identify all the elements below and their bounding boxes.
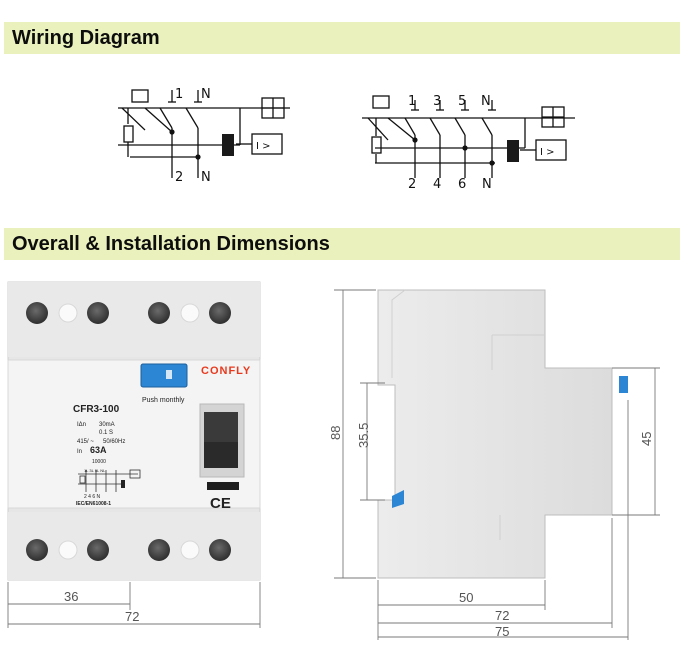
test-button[interactable]	[140, 363, 188, 388]
spec-inc: 10000	[92, 459, 106, 465]
spec-idn-value: 30mA	[99, 422, 115, 428]
ce-mark: CE	[210, 495, 231, 512]
front-dim-72: 72	[125, 609, 139, 624]
brand-logo: CONFLY	[201, 365, 251, 377]
bottom-screws	[26, 539, 231, 561]
spec-idn: IΔn	[77, 422, 86, 428]
standard-label: IEC/EN61008-1	[76, 501, 111, 507]
side-dim-72: 72	[495, 608, 509, 623]
mini-bottom-labels: 2 4 6 N	[84, 494, 101, 500]
spec-voltage: 415/ ~	[77, 439, 94, 445]
top-screws	[26, 302, 231, 324]
side-test-button	[619, 376, 628, 393]
section-title-dimensions: Overall & Installation Dimensions	[12, 233, 330, 255]
spec-current: 63A	[90, 445, 107, 455]
side-dim-88: 88	[328, 426, 343, 440]
section-header-dimensions: Overall & Installation Dimensions	[4, 228, 680, 260]
push-monthly-label: Push monthly	[142, 397, 185, 404]
spec-in-label: In	[77, 449, 82, 455]
front-dim-36: 36	[64, 589, 78, 604]
front-dimension-lines	[7, 582, 261, 628]
side-dim-35-5: 35.5	[356, 423, 371, 448]
mini-top-labels: 1L 3L 5L NL	[84, 468, 106, 473]
side-dim-45: 45	[639, 432, 654, 446]
spec-time: 0.1 S	[99, 430, 113, 436]
model-name: CFR3-100	[73, 404, 120, 415]
section-header-wiring: Wiring Diagram	[4, 22, 680, 54]
mini-wiring-diagram	[78, 469, 141, 492]
side-dim-50: 50	[459, 590, 473, 605]
section-title-wiring: Wiring Diagram	[12, 27, 160, 49]
side-dimension-lines	[334, 289, 660, 640]
side-dim-75: 75	[495, 624, 509, 639]
spec-frequency: 50/60Hz	[103, 439, 125, 445]
